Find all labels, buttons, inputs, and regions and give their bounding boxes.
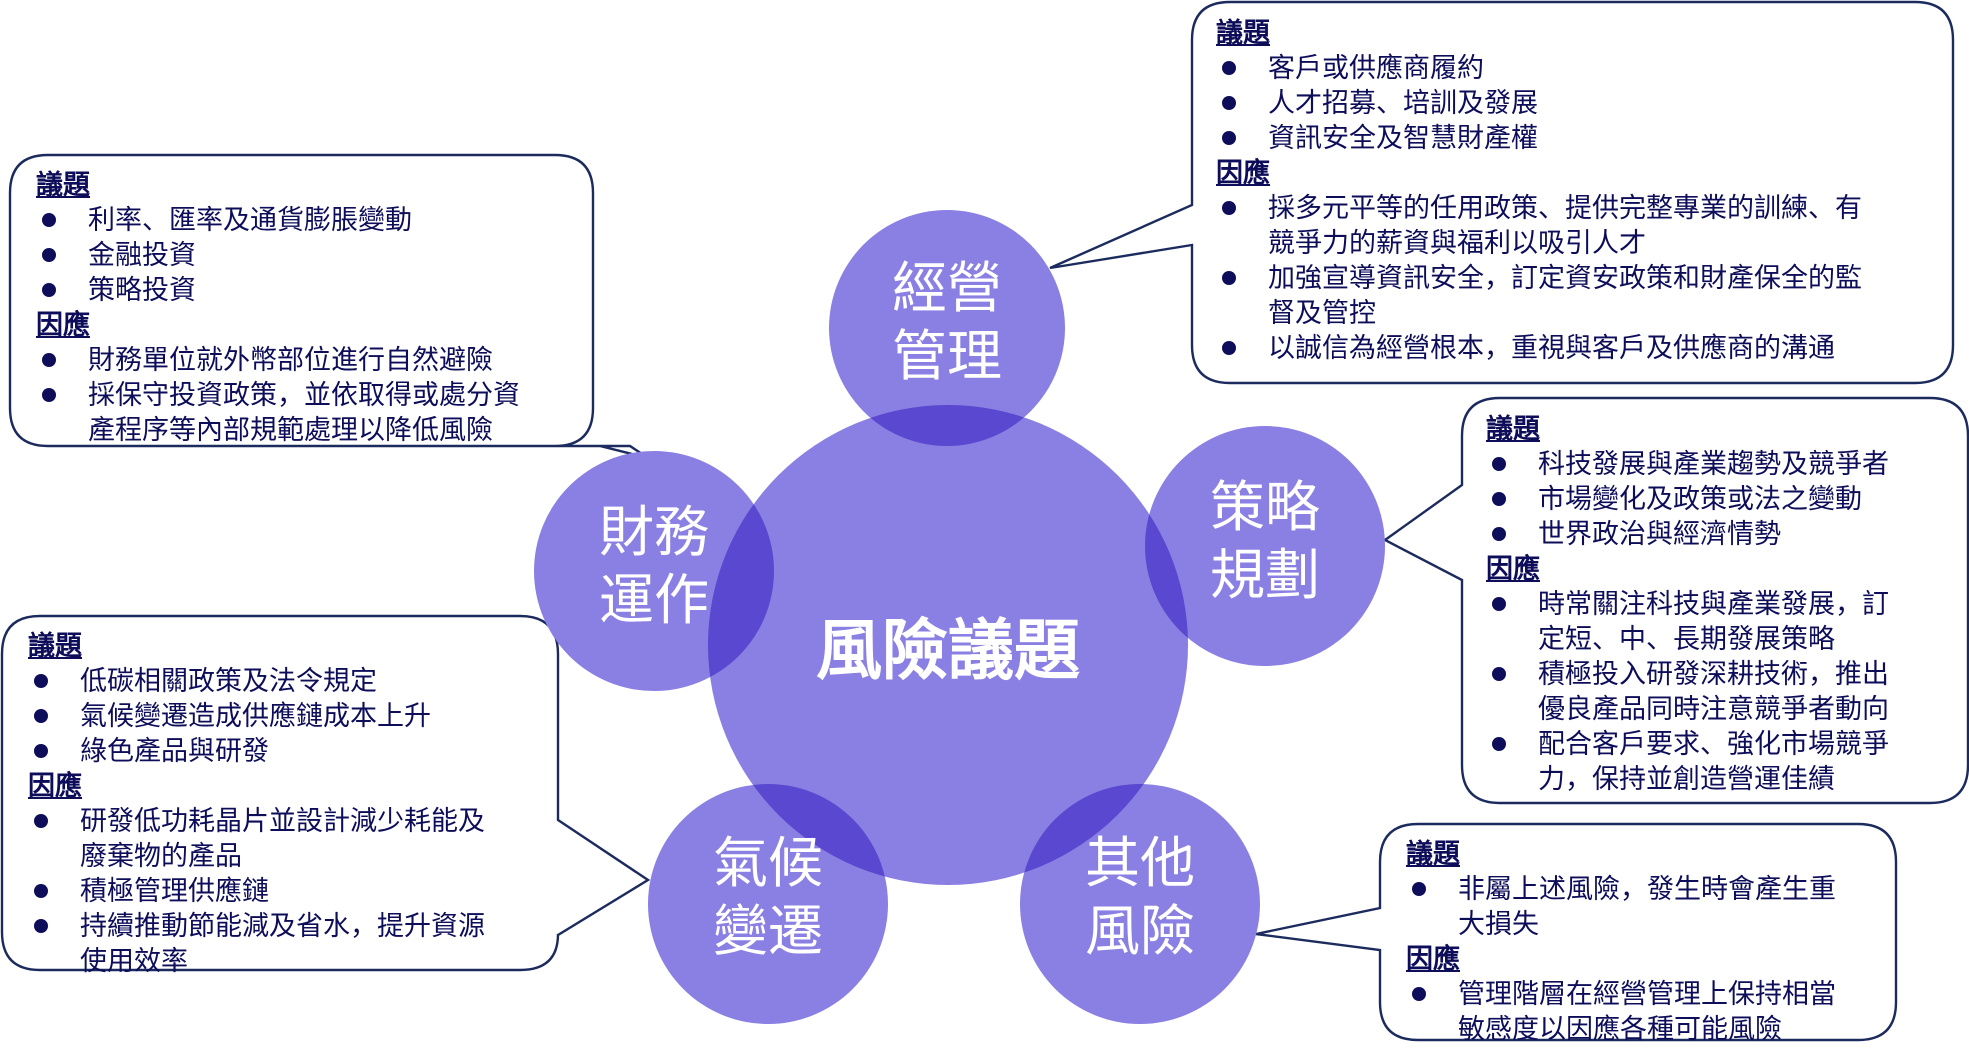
- response-item: 管理階層在經營管理上保持相當敏感度以因應各種可能風險: [1412, 977, 1880, 1047]
- response-item: 積極管理供應鏈: [34, 874, 543, 909]
- issue-item: 市場變化及政策或法之變動: [1492, 482, 1953, 517]
- response-item: 研發低功耗晶片並設計減少耗能及廢棄物的產品: [34, 804, 543, 874]
- response-heading: 因應: [1486, 554, 1540, 585]
- callout-bubble-other: [1255, 822, 1898, 1042]
- response-heading: 因應: [1406, 944, 1460, 975]
- response-item: 持續推動節能減及省水，提升資源使用效率: [34, 909, 543, 979]
- circle-label-finance: 財務運作: [598, 500, 710, 632]
- issue-item: 低碳相關政策及法令規定: [34, 664, 543, 699]
- issues-heading: 議題: [1216, 18, 1270, 49]
- circle-strategy: [1145, 426, 1385, 666]
- circle-management: [829, 210, 1065, 446]
- issue-item: 氣候變遷造成供應鏈成本上升: [34, 699, 543, 734]
- circle-other-overlap: [1020, 784, 1188, 885]
- issue-item: 客戶或供應商履約: [1222, 51, 1938, 86]
- response-item: 財務單位就外幣部位進行自然避險: [42, 343, 578, 378]
- response-item: 時常關注科技與產業發展，訂定短、中、長期發展策略: [1492, 587, 1953, 657]
- callout-climate: 議題 低碳相關政策及法令規定 氣候變遷造成供應鏈成本上升 綠色產品與研發 因應 …: [4, 619, 557, 987]
- issue-item: 利率、匯率及通貨膨脹變動: [42, 203, 578, 238]
- response-item: 加強宣導資訊安全，訂定資安政策和財產保全的監督及管控: [1222, 261, 1938, 331]
- issues-heading: 議題: [1406, 839, 1460, 870]
- issue-item: 世界政治與經濟情勢: [1492, 517, 1953, 552]
- circle-label-other: 其他風險: [1084, 831, 1196, 963]
- issues-heading: 議題: [36, 170, 90, 201]
- center-circle: [708, 405, 1188, 885]
- issue-item: 資訊安全及智慧財產權: [1222, 121, 1938, 156]
- response-heading: 因應: [36, 310, 90, 341]
- response-heading: 因應: [1216, 158, 1270, 189]
- circle-label-climate: 氣候變遷: [712, 831, 824, 963]
- circle-climate-overlap: [708, 784, 888, 885]
- callout-strategy: 議題 科技發展與產業趨勢及競爭者 市場變化及政策或法之變動 世界政治與經濟情勢 …: [1462, 402, 1967, 805]
- issue-item: 綠色產品與研發: [34, 734, 543, 769]
- response-heading: 因應: [28, 771, 82, 802]
- response-item: 以誠信為經營根本，重視與客戶及供應商的溝通: [1222, 331, 1938, 366]
- response-item: 採保守投資政策，並依取得或處分資產程序等內部規範處理以降低風險: [42, 378, 578, 448]
- callout-bubble-strategy: [1382, 396, 1969, 805]
- issues-heading: 議題: [28, 631, 82, 662]
- issue-item: 人才招募、培訓及發展: [1222, 86, 1938, 121]
- issues-heading: 議題: [1486, 414, 1540, 445]
- callout-finance: 議題 利率、匯率及通貨膨脹變動 金融投資 策略投資 因應 財務單位就外幣部位進行…: [12, 158, 592, 456]
- issue-item: 金融投資: [42, 238, 578, 273]
- response-item: 採多元平等的任用政策、提供完整專業的訓練、有競爭力的薪資與福利以吸引人才: [1222, 191, 1938, 261]
- circle-label-management: 經營管理: [891, 256, 1003, 388]
- issue-item: 非屬上述風險，發生時會產生重大損失: [1412, 872, 1880, 942]
- center-label: 風險議題: [816, 612, 1080, 689]
- callout-bubble-management: [1049, 0, 1955, 385]
- response-item: 配合客戶要求、強化市場競爭力，保持並創造營運佳績: [1492, 727, 1953, 797]
- issue-item: 策略投資: [42, 273, 578, 308]
- circle-label-strategy: 策略規劃: [1209, 475, 1321, 607]
- response-item: 積極投入研發深耕技術，推出優良產品同時注意競爭者動向: [1492, 657, 1953, 727]
- callout-other: 議題 非屬上述風險，發生時會產生重大損失 因應 管理階層在經營管理上保持相當敏感…: [1382, 827, 1894, 1055]
- callout-management: 議題 客戶或供應商履約 人才招募、培訓及發展 資訊安全及智慧財產權 因應 採多元…: [1192, 6, 1952, 374]
- issue-item: 科技發展與產業趨勢及競爭者: [1492, 447, 1953, 482]
